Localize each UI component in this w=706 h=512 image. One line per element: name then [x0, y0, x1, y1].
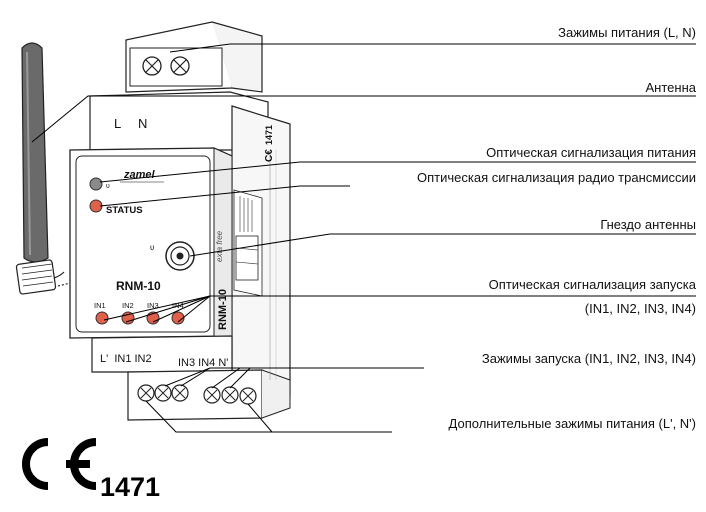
leader-power-terminals: [169, 43, 696, 53]
top-terminal-screws: [142, 56, 190, 76]
antenna-socket-symbol: ʋ: [150, 243, 154, 252]
bottom-labels-left: L' IN1 IN2: [100, 353, 152, 365]
input-led-1: [95, 311, 109, 325]
input-led-label-2: IN2: [122, 301, 134, 310]
power-led: [89, 177, 103, 191]
side-ce-label: C€: [264, 149, 275, 162]
callout-texts: Зажимы питания (L, N) Антенна Оптическая…: [417, 25, 697, 431]
side-model-label: RNM-10: [217, 289, 229, 330]
callout-input-leds-line2: (IN1, IN2, IN3, IN4): [585, 301, 696, 316]
terminal-label-n: N: [138, 116, 147, 131]
callout-input-leds-line1: Оптическая сигнализация запуска: [489, 277, 697, 292]
screw-terminal-lp: [137, 384, 155, 402]
callout-input-terminals: Зажимы запуска (IN1, IN2, IN3, IN4): [482, 351, 696, 366]
callout-antenna-socket: Гнездо антенны: [600, 217, 696, 232]
ce-mark: 1471: [22, 438, 160, 502]
input-led-label-1: IN1: [94, 301, 106, 310]
screw-terminal-l: [142, 56, 162, 76]
side-cert-number: 1471: [264, 125, 274, 145]
brand-series: exta free: [215, 230, 224, 262]
callout-power-terminals: Зажимы питания (L, N): [558, 25, 696, 40]
screw-terminal-n: [170, 56, 190, 76]
leader-antenna-socket: [189, 233, 696, 257]
leader-radio-led: [99, 185, 350, 207]
callout-lines: [31, 43, 696, 433]
antenna-base: [15, 259, 57, 295]
bottom-terminal-screws: [137, 384, 257, 405]
ce-number: 1471: [100, 472, 160, 502]
ce-letter-c: [22, 438, 49, 490]
callout-power-led: Оптическая сигнализация питания: [486, 145, 696, 160]
terminal-label-l: L: [114, 116, 121, 131]
leader-aux-power-terminals: [145, 400, 392, 433]
screw-terminal-in4: [221, 386, 239, 404]
power-led-symbol: ʋ: [106, 183, 110, 190]
brand-logo: zamel: [123, 169, 156, 181]
callout-radio-led: Оптическая сигнализация радио трансмисси…: [417, 170, 696, 185]
screw-terminal-in1: [154, 384, 172, 402]
input-led-4: [171, 311, 185, 325]
antenna-socket: [165, 241, 195, 271]
leader-power-led: [99, 161, 696, 183]
callout-antenna: Антенна: [646, 80, 697, 95]
screw-terminal-np: [239, 387, 257, 405]
bottom-labels-right: IN3 IN4 N': [178, 357, 228, 369]
screw-terminal-in2: [171, 384, 189, 402]
leader-antenna: [31, 95, 696, 143]
ce-letter-e: [66, 438, 97, 490]
callout-aux-power-terminals: Дополнительные зажимы питания (L', N'): [449, 416, 696, 431]
antenna: [15, 42, 65, 295]
input-led-label-3: IN3: [147, 301, 159, 310]
status-label: STATUS: [106, 205, 143, 216]
screw-terminal-in3: [203, 386, 221, 404]
model-label: RNM-10: [116, 279, 161, 293]
